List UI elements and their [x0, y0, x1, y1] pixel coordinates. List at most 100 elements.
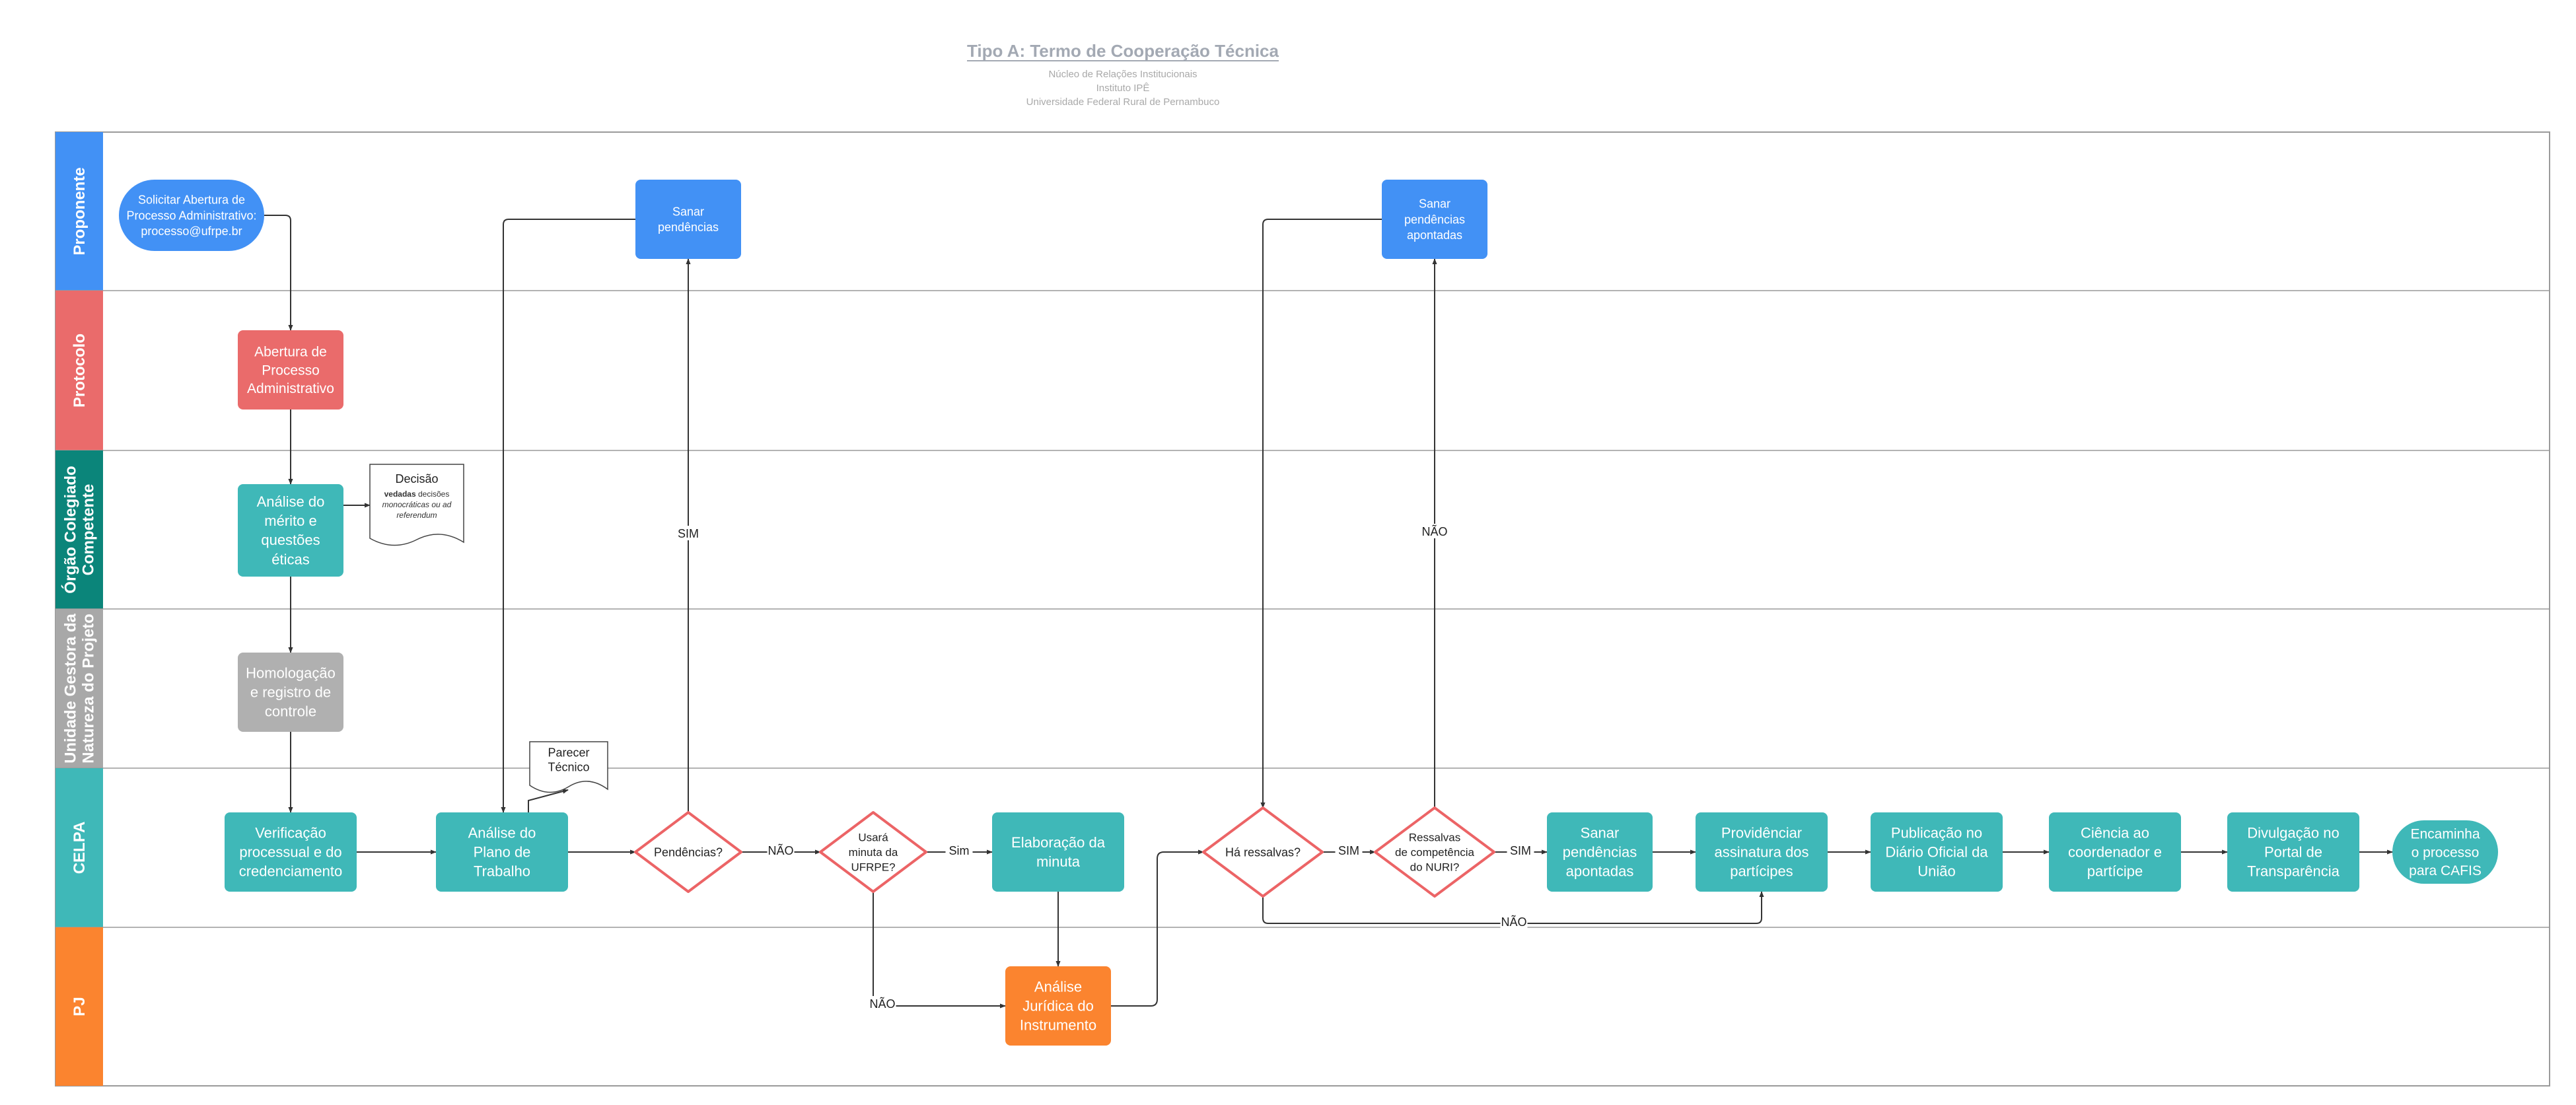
node-shape	[238, 653, 343, 732]
document-decisao-title: Decisão	[395, 472, 438, 485]
subtitle-institute: Instituto IPÊ	[1096, 83, 1150, 94]
document-parecer-shape	[529, 741, 608, 793]
node-shape	[2049, 812, 2181, 892]
document-decisao-note: referendum	[396, 511, 437, 520]
lane-header-orgao	[55, 450, 103, 609]
lane-label-proponente: Proponente	[71, 167, 89, 255]
edge-label-sim-competencia: SIM	[1510, 844, 1531, 857]
connector-to-parecer	[528, 789, 569, 812]
node-shape	[238, 484, 343, 577]
edge-label-bg	[1500, 914, 1528, 929]
node-shape	[635, 180, 741, 259]
subtitle-university: Universidade Federal Rural de Pernambuco	[1026, 96, 1220, 108]
edge-label-nao-ressalvas: NÃO	[1501, 915, 1526, 929]
lane-label-celpa: CELPA	[71, 822, 89, 874]
lane-label-unidade: Unidade Gestora daNatureza do Projeto	[62, 613, 98, 763]
edge-label-nao-pendencias: NÃO	[768, 843, 793, 857]
edge-label-bg	[1335, 843, 1363, 857]
node-shape	[2227, 812, 2359, 892]
node-ressalvas: Há ressalvas?	[1202, 806, 1324, 898]
node-shape	[1005, 966, 1111, 1046]
lane-label-orgao: Órgão ColegiadoCompetente	[61, 466, 98, 593]
decision-shape	[634, 811, 742, 893]
node-shape	[238, 330, 343, 410]
edge-label-sim-pendencias: SIM	[678, 527, 699, 540]
connector-arrow	[1111, 849, 1204, 1007]
node-shape	[436, 812, 568, 892]
lane-label-pj: PJ	[71, 997, 89, 1016]
node-label: Pendências?	[654, 845, 723, 859]
decision-shape	[819, 811, 927, 893]
document-decisao-note: monocráticas ou ad	[382, 500, 452, 509]
node-label: Há ressalvas?	[1225, 845, 1301, 859]
page-title: Tipo A: Termo de Cooperação Técnica	[967, 41, 1279, 61]
edge-label-bg	[767, 843, 795, 857]
edge-label-bg	[869, 996, 896, 1011]
decision-shape	[1202, 806, 1324, 898]
lane-header-unidade	[55, 609, 103, 768]
document-decisao-shape	[369, 464, 464, 546]
node-shape	[1696, 812, 1828, 892]
lane-header-celpa	[55, 768, 103, 927]
node-shape	[119, 180, 264, 251]
node-shape	[1382, 180, 1487, 259]
edge-label-bg	[1507, 843, 1534, 857]
node-shape	[992, 812, 1124, 892]
lane-label-protocolo: Protocolo	[71, 334, 89, 408]
edge-label-bg	[1421, 524, 1449, 538]
edge-label-sim-ressalvas: SIM	[1338, 844, 1359, 857]
lane-header-protocolo	[55, 291, 103, 450]
node-shape	[1547, 812, 1653, 892]
lane-header-proponente	[55, 132, 103, 291]
edge-label-nao-usara: NÃO	[869, 997, 895, 1011]
edge-label-bg	[945, 843, 973, 857]
connector-arrow	[264, 215, 293, 331]
node-shape	[2392, 820, 2498, 884]
connector-arrow	[1260, 219, 1382, 808]
document-decisao-note: vedadas decisões	[384, 489, 450, 499]
subtitle-institution: Núcleo de Relações Institucionais	[1048, 69, 1198, 80]
node-shape	[1871, 812, 2003, 892]
edge-label-nao-competencia: NÃO	[1421, 524, 1447, 538]
node-pendencias: Pendências?	[634, 811, 742, 893]
node-shape	[225, 812, 357, 892]
edge-label-bg	[674, 526, 702, 540]
